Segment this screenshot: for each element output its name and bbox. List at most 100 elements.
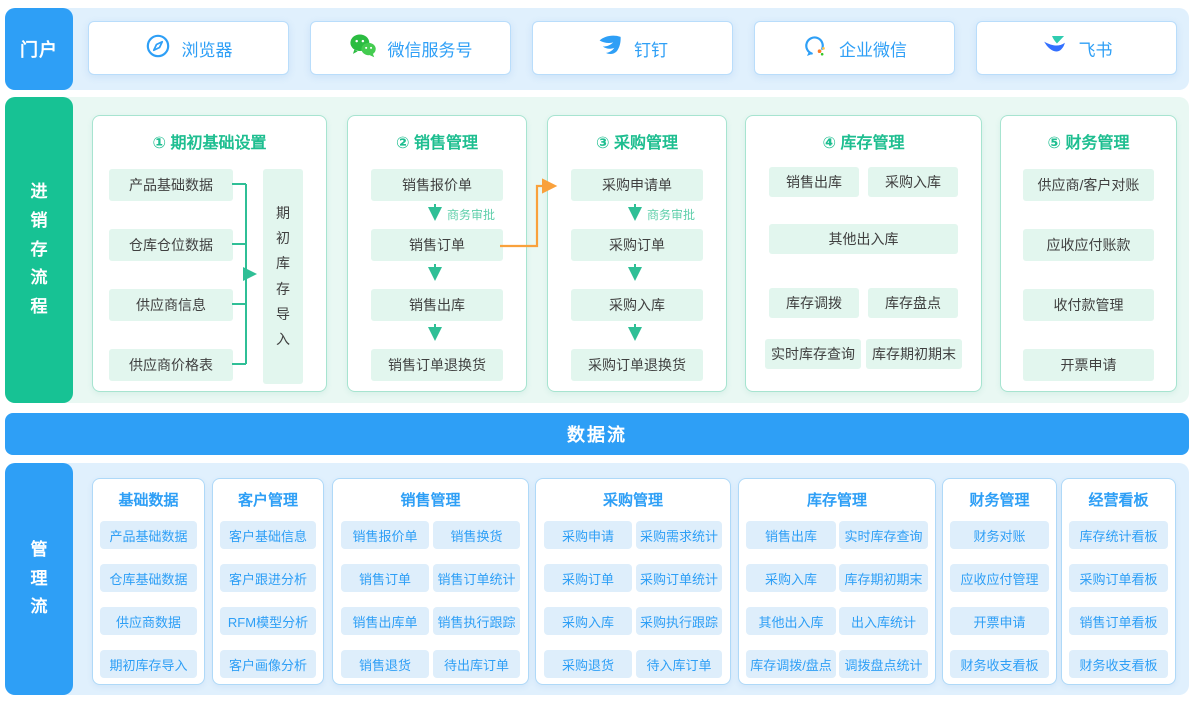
flow-node: 供应商价格表 <box>109 349 233 381</box>
mgmt-item: 销售执行跟踪 <box>433 607 520 635</box>
management-band-label-text: 管理流 <box>30 539 48 617</box>
flow-node: 库存盘点 <box>868 288 958 318</box>
flow-card-initial-setup: ① 期初基础设置 产品基础数据 仓库仓位数据 供应商信息 供应商价格表 期初库存… <box>92 115 327 392</box>
feishu-icon <box>1041 32 1068 64</box>
data-flow-bar-text: 数据流 <box>567 425 627 445</box>
mgmt-item: 其他出入库 <box>746 607 836 635</box>
mgmt-item: 调拨盘点统计 <box>839 650 928 678</box>
data-flow-bar: 数据流 <box>5 413 1189 455</box>
dingtalk-icon <box>597 33 623 64</box>
mgmt-card-dashboard: 经营看板 库存统计看板 采购订单看板 销售订单看板 财务收支看板 <box>1061 478 1176 685</box>
mgmt-card-title: 经营看板 <box>1088 492 1149 509</box>
portal-app-wechat: 微信服务号 <box>310 21 511 75</box>
flow-node: 供应商/客户对账 <box>1023 169 1154 201</box>
portal-band-label-text: 门户 <box>20 40 58 60</box>
flow-card-inventory: ④ 库存管理 销售出库 采购入库 其他出入库 库存调拨 库存盘点 实时库存查询 … <box>745 115 982 392</box>
mgmt-card-sales: 销售管理 销售报价单 销售订单 销售出库单 销售退货 销售换货 销售订单统计 销… <box>332 478 529 685</box>
portal-app-browser: 浏览器 <box>88 21 289 75</box>
mgmt-item: 销售订单 <box>341 564 429 592</box>
mgmt-item: 产品基础数据 <box>100 521 197 549</box>
mgmt-item: 实时库存查询 <box>839 521 928 549</box>
mgmt-item: 销售报价单 <box>341 521 429 549</box>
mgmt-item: 待出库订单 <box>433 650 520 678</box>
mgmt-card-basic-data: 基础数据 产品基础数据 仓库基础数据 供应商数据 期初库存导入 <box>92 478 205 685</box>
flow-node: 采购订单 <box>571 229 703 261</box>
management-band-label: 管理流 <box>5 463 73 695</box>
mgmt-item: 客户画像分析 <box>220 650 316 678</box>
mgmt-item: 库存调拨/盘点 <box>746 650 836 678</box>
mgmt-card-inventory: 库存管理 销售出库 采购入库 其他出入库 库存调拨/盘点 实时库存查询 库存期初… <box>738 478 936 685</box>
mgmt-card-title: 销售管理 <box>400 492 461 509</box>
wechat-icon <box>349 32 377 65</box>
mgmt-item: 客户基础信息 <box>220 521 316 549</box>
mgmt-item: 库存统计看板 <box>1069 521 1168 549</box>
portal-app-label: 飞书 <box>1078 40 1113 60</box>
flow-card-title: ⑤ 财务管理 <box>1047 135 1130 152</box>
portal-app-label: 钉钉 <box>634 40 668 60</box>
mgmt-item: 销售出库 <box>746 521 836 549</box>
portal-band-label: 门户 <box>5 8 73 90</box>
flow-node: 采购申请单 <box>571 169 703 201</box>
flow-card-title: ② 销售管理 <box>396 135 478 152</box>
mgmt-item: 销售换货 <box>433 521 520 549</box>
mgmt-item: 库存期初期末 <box>839 564 928 592</box>
mgmt-card-purchase: 采购管理 采购申请 采购订单 采购入库 采购退货 采购需求统计 采购订单统计 采… <box>535 478 731 685</box>
mgmt-item: 待入库订单 <box>636 650 722 678</box>
flow-card-title: ① 期初基础设置 <box>152 135 267 152</box>
flow-node: 采购订单退换货 <box>571 349 703 381</box>
mgmt-item: 应收应付管理 <box>950 564 1049 592</box>
mgmt-item: 财务对账 <box>950 521 1049 549</box>
mgmt-item: 财务收支看板 <box>1069 650 1168 678</box>
mgmt-card-title: 基础数据 <box>118 492 179 509</box>
flow-node: 销售订单 <box>371 229 503 261</box>
flow-card-title: ④ 库存管理 <box>822 135 905 152</box>
flow-node: 应收应付账款 <box>1023 229 1154 261</box>
mgmt-card-title: 库存管理 <box>806 492 867 509</box>
flow-node: 采购入库 <box>571 289 703 321</box>
mgmt-item: 仓库基础数据 <box>100 564 197 592</box>
mgmt-item: 采购执行跟踪 <box>636 607 722 635</box>
mgmt-card-title: 财务管理 <box>969 492 1030 509</box>
mgmt-item: 销售出库单 <box>341 607 429 635</box>
mgmt-item: 销售订单统计 <box>433 564 520 592</box>
flow-node: 供应商信息 <box>109 289 233 321</box>
flow-node: 采购入库 <box>868 167 958 197</box>
flow-node: 销售订单退换货 <box>371 349 503 381</box>
mgmt-card-title: 采购管理 <box>602 492 663 509</box>
flow-node: 销售出库 <box>371 289 503 321</box>
mgmt-item: 客户跟进分析 <box>220 564 316 592</box>
flow-node-initial-inventory-import: 期初库存导入 <box>263 169 303 384</box>
wecom-icon <box>802 33 828 64</box>
flow-node: 库存调拨 <box>769 288 859 318</box>
flow-node: 其他出入库 <box>769 224 958 254</box>
mgmt-item: 开票申请 <box>950 607 1049 635</box>
mgmt-item: 采购需求统计 <box>636 521 722 549</box>
mgmt-item: 销售退货 <box>341 650 429 678</box>
mgmt-item: 采购订单统计 <box>636 564 722 592</box>
portal-app-label: 企业微信 <box>839 40 907 60</box>
portal-app-label: 微信服务号 <box>387 40 473 60</box>
mgmt-item: 采购入库 <box>746 564 836 592</box>
mgmt-item: 采购订单 <box>544 564 632 592</box>
browser-compass-icon <box>145 33 171 64</box>
flow-node: 开票申请 <box>1023 349 1154 381</box>
process-flow-band-label: 进销存流程 <box>5 97 73 403</box>
portal-app-wecom: 企业微信 <box>754 21 955 75</box>
approval-label: 商务审批 <box>647 208 696 222</box>
mgmt-item: 出入库统计 <box>839 607 928 635</box>
portal-app-dingtalk: 钉钉 <box>532 21 733 75</box>
mgmt-item: 采购申请 <box>544 521 632 549</box>
mgmt-item: 财务收支看板 <box>950 650 1049 678</box>
flow-node: 仓库仓位数据 <box>109 229 233 261</box>
flow-node: 收付款管理 <box>1023 289 1154 321</box>
mgmt-item: RFM模型分析 <box>220 607 316 635</box>
portal-app-feishu: 飞书 <box>976 21 1177 75</box>
flow-node: 实时库存查询 <box>765 339 861 369</box>
mgmt-item: 期初库存导入 <box>100 650 197 678</box>
mgmt-item: 供应商数据 <box>100 607 197 635</box>
flow-node: 产品基础数据 <box>109 169 233 201</box>
flow-card-title: ③ 采购管理 <box>596 135 678 152</box>
mgmt-item: 销售订单看板 <box>1069 607 1168 635</box>
mgmt-card-title: 客户管理 <box>237 492 298 509</box>
